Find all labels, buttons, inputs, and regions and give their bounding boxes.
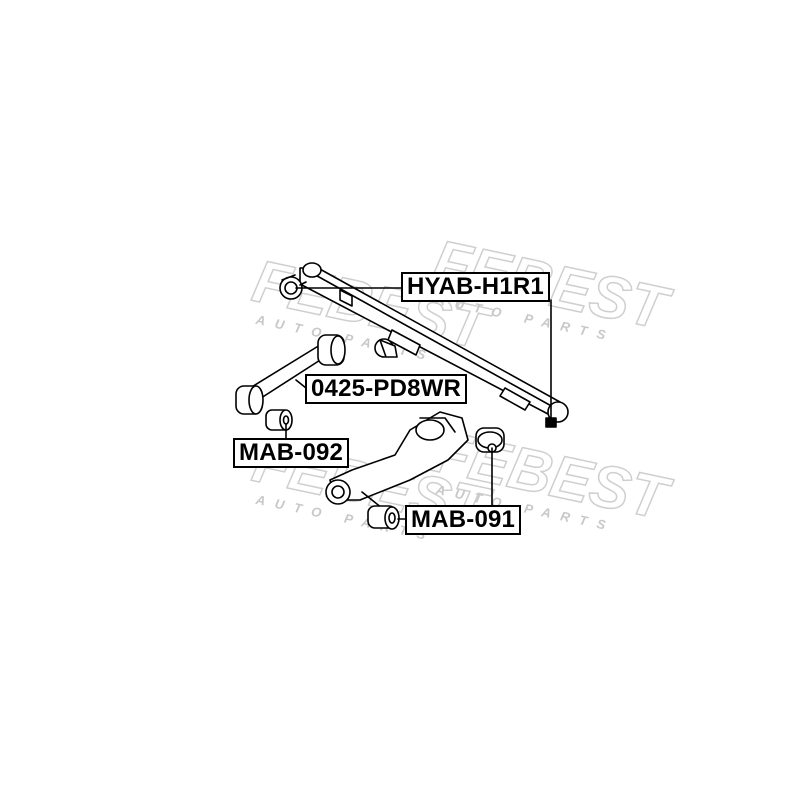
- bushing-mab091-upper: [475, 427, 505, 453]
- lateral-link: [235, 334, 346, 415]
- parts-drawing: [235, 262, 569, 530]
- bushing-mab091-lower: [367, 505, 400, 530]
- part-label-0425-pd8wr[interactable]: 0425-PD8WR: [305, 374, 468, 404]
- bushing-mab092: [265, 409, 293, 431]
- trailing-arm: [299, 262, 569, 428]
- bushing-middle: [374, 338, 398, 358]
- part-label-hyab-h1r1[interactable]: HYAB-H1R1: [401, 272, 550, 302]
- part-label-mab-092[interactable]: MAB-092: [233, 438, 350, 468]
- part-label-mab-091[interactable]: MAB-091: [405, 505, 522, 535]
- lower-control-arm: [325, 411, 469, 517]
